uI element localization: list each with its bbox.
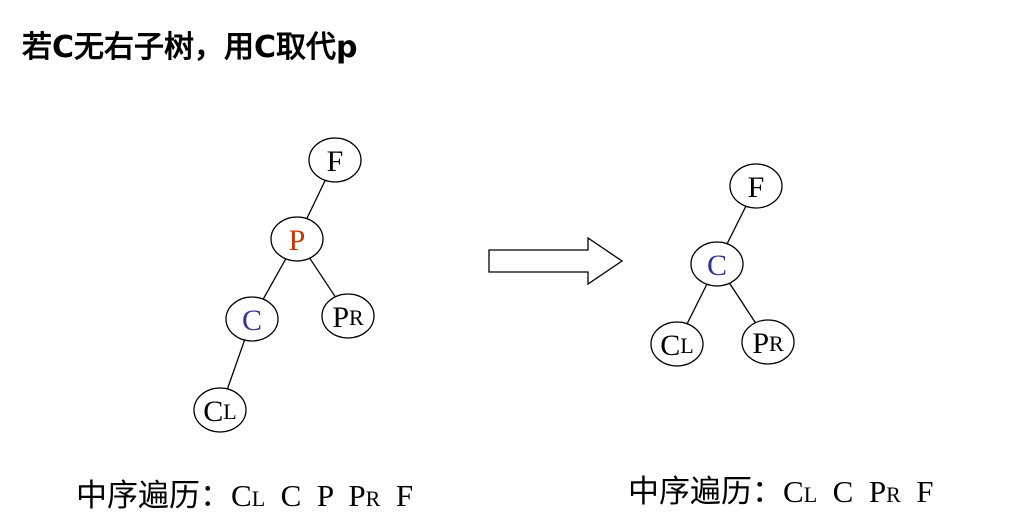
left-traversal-item: C xyxy=(280,478,302,513)
left-edge-f-p xyxy=(306,180,326,219)
right-node-c-circle xyxy=(690,241,744,287)
right-edge-c-pr xyxy=(729,282,756,324)
right-node-f-label: F xyxy=(748,171,765,204)
left-node-cl-label: CL xyxy=(203,395,236,428)
right-node-cl: CL xyxy=(650,321,704,367)
left-node-f: F xyxy=(308,137,362,183)
right-traversal-item: PR xyxy=(868,474,901,509)
left-edge-p-c xyxy=(262,258,287,300)
left-node-pr: PR xyxy=(321,293,375,339)
left-node-c: C xyxy=(225,296,279,342)
left-edge-c-cl xyxy=(226,339,246,390)
right-tree: F C CL PR xyxy=(650,163,795,367)
right-node-cl-circle xyxy=(650,321,704,367)
left-traversal-prefix: 中序遍历： xyxy=(76,478,231,513)
right-edge-f-c xyxy=(726,205,747,245)
left-tree: F P C PR CL xyxy=(193,137,375,433)
left-node-cl-circle xyxy=(193,387,247,433)
left-node-pr-circle xyxy=(321,293,375,339)
left-traversal-item: PR xyxy=(348,478,381,513)
right-node-f-circle xyxy=(729,163,783,209)
right-node-f: F xyxy=(729,163,783,209)
right-traversal-item: CL xyxy=(783,474,818,509)
right-traversal-prefix: 中序遍历： xyxy=(628,474,783,509)
right-edge-c-cl xyxy=(686,283,708,325)
left-node-cl: CL xyxy=(193,387,247,433)
left-inorder-traversal: 中序遍历：CL C P PR F xyxy=(76,470,413,515)
right-traversal-item: F xyxy=(916,474,934,509)
left-traversal-item: CL xyxy=(231,478,266,513)
right-node-pr: PR xyxy=(741,319,795,365)
left-node-f-circle xyxy=(308,137,362,183)
left-node-p-label: P xyxy=(289,224,306,257)
left-node-c-label: C xyxy=(242,304,262,337)
transform-arrow xyxy=(488,236,624,286)
left-traversal-item: F xyxy=(395,478,414,513)
right-inorder-traversal: 中序遍历：CL C PR F xyxy=(628,466,934,511)
left-node-c-circle xyxy=(225,296,279,342)
left-traversal-item: P xyxy=(316,478,333,513)
right-node-c-label: C xyxy=(707,249,727,282)
right-node-pr-label: PR xyxy=(752,327,784,360)
left-node-pr-label: PR xyxy=(332,301,364,334)
right-node-pr-circle xyxy=(741,319,795,365)
left-node-p: P xyxy=(270,216,324,262)
slide-title: 若C无右子树，用C取代p xyxy=(22,30,358,65)
left-node-p-circle xyxy=(270,216,324,262)
right-node-cl-label: CL xyxy=(660,329,693,362)
left-node-f-label: F xyxy=(327,145,344,178)
right-node-c: C xyxy=(690,241,744,287)
right-traversal-item: C xyxy=(832,474,854,509)
left-edge-p-pr xyxy=(309,257,336,298)
